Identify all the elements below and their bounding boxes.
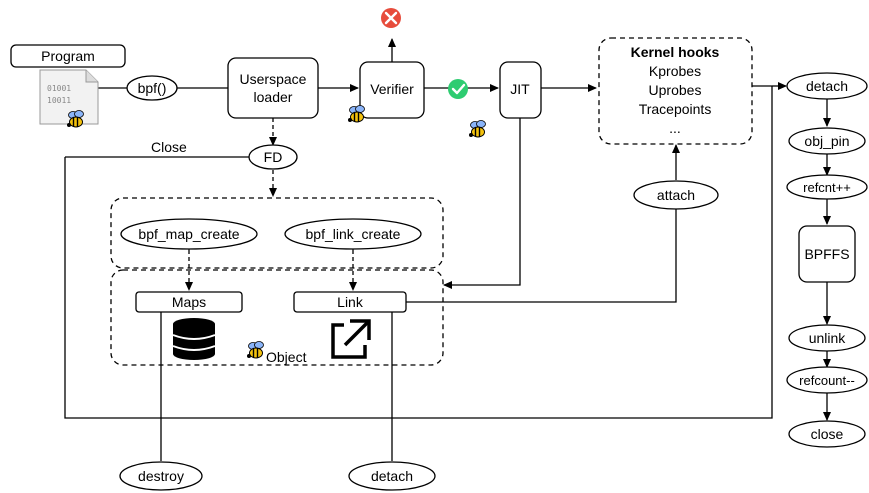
- fd-label: FD: [264, 149, 283, 165]
- unlink-label: unlink: [809, 330, 847, 346]
- verifier-label: Verifier: [370, 81, 414, 97]
- pin-detach-node: detach: [786, 72, 868, 100]
- bpffs-node: BPFFS: [798, 225, 856, 283]
- bpf-call-label: bpf(): [138, 80, 167, 96]
- obj-pin-node: obj_pin: [788, 127, 866, 155]
- bpf-link-create-node: bpf_link_create: [284, 218, 422, 250]
- unlink-node: unlink: [788, 324, 866, 352]
- kernel-hook-tracepoints: Tracepoints: [639, 101, 712, 117]
- destroy-node: destroy: [119, 461, 203, 491]
- close-label: Close: [151, 139, 187, 155]
- refcnt-inc-node: refcnt++: [786, 174, 868, 200]
- link-box: [293, 291, 407, 313]
- edge-link-attach: [406, 209, 677, 303]
- attach-node: attach: [633, 180, 719, 210]
- detach-bottom-ellipse: [348, 461, 436, 491]
- create-calls-group: [110, 197, 444, 269]
- maps-box: [135, 291, 243, 313]
- detach-bottom-node: detach: [348, 461, 436, 491]
- reject-icon: [381, 8, 401, 28]
- bpf-map-create-label: bpf_map_create: [138, 226, 239, 242]
- kernel-hooks-group: [598, 37, 753, 145]
- program-node: Program: [10, 44, 126, 68]
- obj-pin-ellipse: [788, 127, 866, 155]
- bpf-link-create-ellipse: [284, 218, 422, 250]
- obj-pin-label: obj_pin: [804, 133, 849, 149]
- program-box: [10, 44, 126, 68]
- ebpf-bee-icon: [468, 119, 487, 138]
- bpffs-box: [798, 225, 856, 283]
- bpf-map-create-node: bpf_map_create: [120, 218, 258, 250]
- bpf-map-create-ellipse: [120, 218, 258, 250]
- edge-jit-link: [443, 118, 521, 289]
- close-node-label: close: [811, 426, 844, 442]
- database-icon: [172, 318, 216, 360]
- program-label: Program: [41, 48, 95, 64]
- refcount-dec-node: refcount--: [786, 366, 868, 394]
- close-node: close: [788, 420, 866, 448]
- maps-node: Maps: [135, 291, 243, 313]
- jit-box: [499, 61, 542, 119]
- fd-node: FD: [248, 144, 298, 170]
- pin-detach-label: detach: [806, 78, 848, 94]
- bpf-link-create-label: bpf_link_create: [306, 226, 401, 242]
- link-node: Link: [293, 291, 407, 313]
- verifier-node: Verifier: [359, 61, 425, 119]
- userspace-loader-node: Userspace loader: [227, 57, 319, 119]
- refcnt-inc-label: refcnt++: [803, 180, 851, 195]
- attach-ellipse: [633, 180, 719, 210]
- maps-label: Maps: [172, 294, 206, 310]
- edges: [64, 38, 831, 461]
- fd-ellipse: [248, 144, 298, 170]
- refcount-dec-ellipse: [786, 366, 868, 394]
- binary-file-icon: 01001 10011: [39, 69, 99, 125]
- link-label: Link: [337, 294, 364, 310]
- userspace-loader-label-1: Userspace: [240, 71, 307, 87]
- ebpf-bee-icon: [347, 104, 366, 123]
- destroy-label: destroy: [138, 468, 184, 484]
- close-ellipse: [788, 420, 866, 448]
- object-label: Object: [266, 349, 307, 365]
- check-icon: [448, 79, 468, 99]
- kernel-hook-kprobes: Kprobes: [649, 63, 701, 79]
- bpffs-label: BPFFS: [804, 246, 849, 262]
- kernel-hooks-node: Kernel hooks Kprobes Uprobes Tracepoints…: [631, 44, 720, 136]
- detach-bottom-label: detach: [371, 468, 413, 484]
- bpf-call-ellipse: [126, 75, 178, 101]
- file-icon-line-2: 10011: [47, 96, 71, 105]
- jit-label: JIT: [510, 81, 530, 97]
- bpf-call-node: bpf(): [126, 75, 178, 101]
- userspace-loader-box: [227, 57, 319, 119]
- refcount-dec-label: refcount--: [799, 373, 855, 388]
- kernel-hook-more: ...: [669, 120, 681, 136]
- verifier-box: [359, 61, 425, 119]
- kernel-hooks-title: Kernel hooks: [631, 44, 720, 60]
- ebpf-bee-icon: [246, 340, 265, 359]
- kernel-hook-uprobes: Uprobes: [649, 82, 702, 98]
- jit-node: JIT: [499, 61, 542, 119]
- external-link-icon: [331, 319, 371, 359]
- pin-detach-ellipse: [786, 72, 868, 100]
- attach-label: attach: [657, 187, 695, 203]
- edge-close-to-detach: [64, 86, 773, 419]
- object-group: [110, 269, 444, 366]
- destroy-ellipse: [119, 461, 203, 491]
- file-icon-line-1: 01001: [47, 84, 71, 93]
- refcnt-inc-ellipse: [786, 174, 868, 200]
- userspace-loader-label-2: loader: [254, 89, 293, 105]
- unlink-ellipse: [788, 324, 866, 352]
